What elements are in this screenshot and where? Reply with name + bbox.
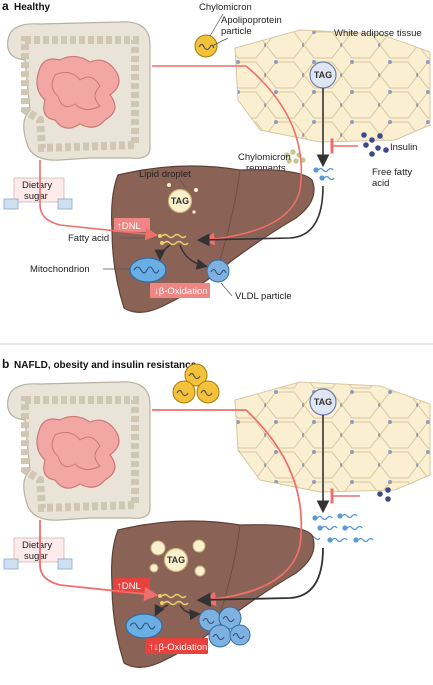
chylomicron-remnants-label-1: Chylomicron (238, 152, 291, 163)
tag-adipose-a: TAG (314, 70, 332, 80)
chylomicron-remnants-a (284, 149, 306, 164)
dietary-label-b-1: Dietary (22, 540, 52, 551)
chylomicron-cluster-b (172, 363, 220, 404)
free-fatty-label-1: Free fatty (372, 167, 412, 178)
fatty-acid-cluster-a (158, 233, 189, 246)
dnl-badge-a: ↑DNL (114, 218, 150, 232)
chylomicron-particle-a (194, 34, 218, 58)
panel-a: a Healthy Chylomicron Apolipoprotein par… (2, 0, 431, 313)
dnl-label-b: ↑DNL (117, 581, 141, 592)
tag-liver-b: TAG (167, 555, 185, 565)
apolipoprotein-label: Apolipoprotein (221, 15, 282, 26)
white-adipose-tissue-a: TAG (234, 29, 431, 143)
tag-liver-a: TAG (171, 196, 189, 206)
beta-ox-label-b: ↑↓β-Oxidation (149, 642, 207, 653)
free-fatty-acid-a (313, 167, 335, 181)
panel-a-letter: a (2, 0, 9, 13)
free-fatty-acids-b (305, 513, 374, 543)
lipid-droplets-b: TAG (149, 539, 206, 577)
beta-oxidation-badge-a: ↓β-Oxidation (150, 283, 210, 298)
beta-ox-label-a: ↓β-Oxidation (154, 286, 208, 297)
white-adipose-label: White adipose tissue (334, 28, 422, 39)
insulin-label: Insulin (390, 142, 417, 153)
insulin-molecules-a (361, 132, 389, 157)
chylomicron-label: Chylomicron (199, 2, 252, 13)
mitochondrion-label: Mitochondrion (30, 264, 90, 275)
particle-label: particle (221, 26, 252, 37)
dietary-label-2: sugar (24, 191, 48, 202)
dnl-label-a: ↑DNL (117, 221, 141, 232)
dnl-badge-b: ↑DNL (114, 578, 150, 593)
vldl-particle-a (206, 259, 230, 283)
tag-adipose-b: TAG (314, 397, 332, 407)
free-fatty-label-2: acid (372, 178, 389, 189)
panel-b-title: NAFLD, obesity and insulin resistance (14, 360, 197, 371)
chylomicron-remnants-label-2: remnants (246, 163, 286, 174)
vldl-label: VLDL particle (235, 291, 292, 302)
panel-b: b NAFLD, obesity and insulin resistance … (2, 357, 431, 668)
insulin-molecules-b (377, 487, 391, 502)
lipid-droplet-label: Lipid droplet (139, 169, 191, 180)
mitochondrion-a (129, 257, 167, 283)
fatty-acid-label: Fatty acid (68, 233, 109, 244)
mitochondrion-b (125, 613, 163, 639)
dietary-label-b-2: sugar (24, 551, 48, 562)
dietary-label-1: Dietary (22, 180, 52, 191)
dietary-sugar-box-b: Dietary sugar (3, 537, 73, 570)
dietary-sugar-box-a: Dietary sugar (3, 177, 73, 210)
intestine-b (7, 381, 151, 521)
vldl-cluster-b (198, 606, 251, 648)
panel-b-letter: b (2, 357, 9, 371)
beta-oxidation-badge-b: ↑↓β-Oxidation (146, 638, 208, 654)
panel-a-title: Healthy (14, 2, 51, 13)
intestine-a (7, 21, 151, 161)
white-adipose-tissue-b: TAG (234, 381, 431, 493)
